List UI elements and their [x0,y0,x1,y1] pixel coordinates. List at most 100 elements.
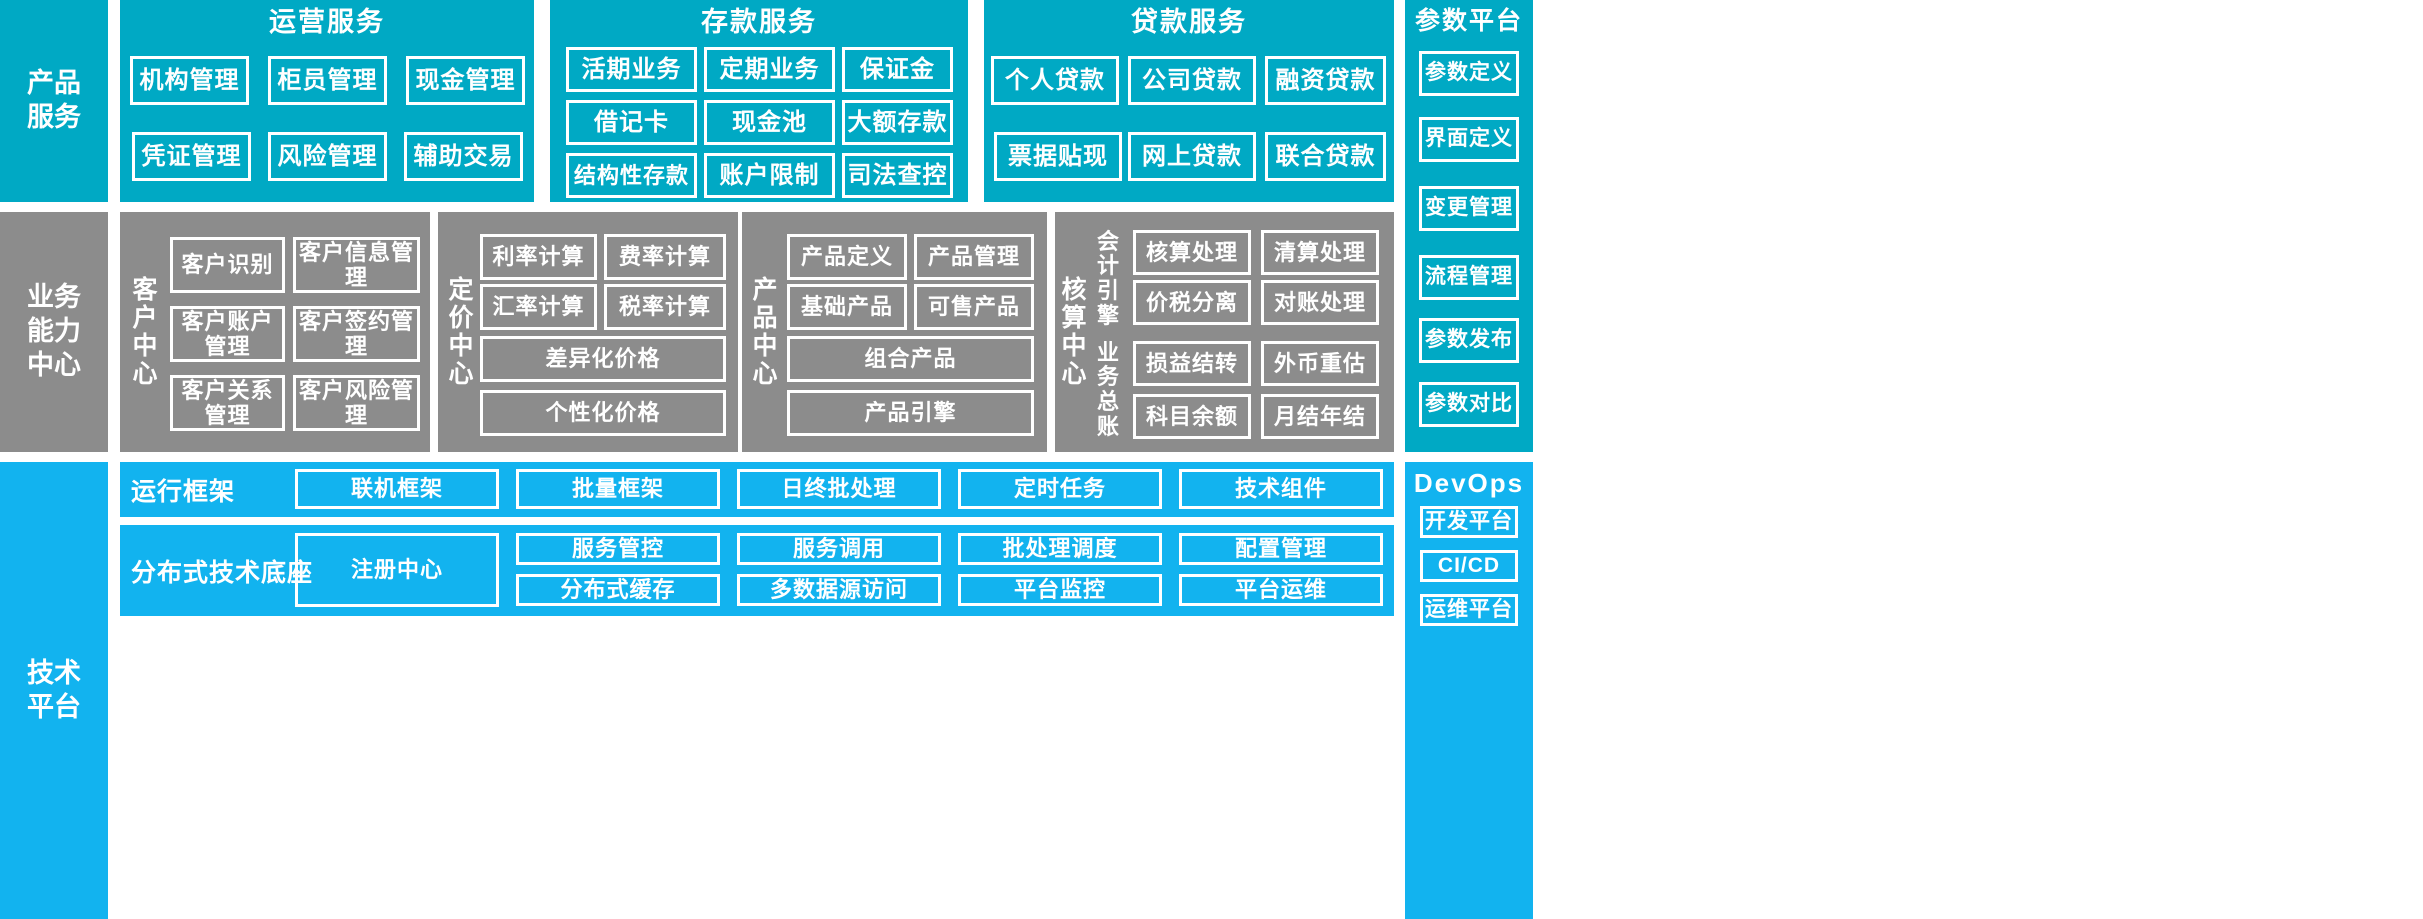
chip-deposit-3[interactable]: 借记卡 [566,100,697,145]
chip-deposit-5[interactable]: 大额存款 [842,100,953,145]
architecture-diagram: 产品 服务 运营服务 机构管理 柜员管理 现金管理 凭证管理 风险管理 辅助交易… [0,0,1533,919]
panel-title-parameter-platform: 参数平台 [1414,7,1523,35]
chip-foundation-row2-2[interactable]: 平台监控 [958,574,1162,606]
chip-operation-4[interactable]: 风险管理 [268,132,387,181]
chip-runtime-1[interactable]: 批量框架 [516,469,720,509]
chip-accounting-engine-2[interactable]: 价税分离 [1133,280,1251,325]
chip-parameter-2[interactable]: 变更管理 [1419,186,1519,231]
chip-parameter-3[interactable]: 流程管理 [1419,255,1519,300]
chip-parameter-4[interactable]: 参数发布 [1419,318,1519,363]
group-sublabel-accounting-engine: 会 计 引 擎 [1096,228,1119,328]
group-label-product-center: 产 品 中 心 [752,276,778,388]
chip-customer-3[interactable]: 客户签约管理 [293,306,420,362]
chip-devops-1[interactable]: CI/CD [1420,550,1518,582]
chip-runtime-0[interactable]: 联机框架 [295,469,499,509]
product-service-band-label-panel: 产品 服务 [0,0,108,202]
chip-customer-0[interactable]: 客户识别 [170,237,285,293]
panel-title-devops: DevOps [1413,468,1525,498]
chip-loan-1[interactable]: 公司贷款 [1128,56,1256,105]
panel-parameter-platform: 参数平台 参数定义 界面定义 变更管理 流程管理 参数发布 参数对比 [1405,0,1533,452]
band-label-technology-platform: 技术 平台 [27,657,81,722]
chip-foundation-row2-0[interactable]: 分布式缓存 [516,574,720,606]
chip-accounting-ledger-2[interactable]: 科目余额 [1133,394,1251,439]
chip-deposit-1[interactable]: 定期业务 [704,47,835,92]
group-pricing-center: 定 价 中 心 利率计算 费率计算 汇率计算 税率计算 差异化价格 个性化价格 [438,212,738,452]
chip-deposit-8[interactable]: 司法查控 [842,153,953,198]
chip-product-3[interactable]: 可售产品 [914,284,1034,330]
chip-product-0[interactable]: 产品定义 [787,234,907,280]
chip-foundation-row2-3[interactable]: 平台运维 [1179,574,1383,606]
technology-platform-band-label-panel: 技术 平台 [0,462,108,919]
chip-accounting-ledger-1[interactable]: 外币重估 [1261,341,1379,386]
chip-deposit-6[interactable]: 结构性存款 [566,153,697,198]
group-product-center: 产 品 中 心 产品定义 产品管理 基础产品 可售产品 组合产品 产品引擎 [742,212,1047,452]
group-deposit-service: 存款服务 活期业务 定期业务 保证金 借记卡 现金池 大额存款 结构性存款 账户… [550,0,968,202]
section-label-distributed-foundation: 分布式技术底座 [131,558,314,587]
chip-devops-2[interactable]: 运维平台 [1420,594,1518,626]
chip-loan-5[interactable]: 联合贷款 [1265,132,1386,181]
chip-customer-4[interactable]: 客户关系管理 [170,375,285,431]
chip-deposit-7[interactable]: 账户限制 [704,153,835,198]
chip-pricing-2[interactable]: 汇率计算 [480,284,597,330]
chip-product-wide-0[interactable]: 组合产品 [787,336,1034,382]
section-distributed-foundation: 分布式技术底座 注册中心 服务管控 服务调用 批处理调度 配置管理 分布式缓存 … [120,525,1394,616]
group-label-customer-center: 客 户 中 心 [132,276,158,388]
chip-pricing-1[interactable]: 费率计算 [604,234,726,280]
chip-parameter-5[interactable]: 参数对比 [1419,382,1519,427]
group-label-accounting-center: 核 算 中 心 [1061,276,1087,388]
chip-operation-5[interactable]: 辅助交易 [404,132,523,181]
group-title-operation-service: 运营服务 [269,7,385,37]
chip-runtime-4[interactable]: 技术组件 [1179,469,1383,509]
business-capability-band-label-panel: 业务 能力 中心 [0,212,108,452]
chip-customer-1[interactable]: 客户信息管理 [293,237,420,293]
chip-runtime-2[interactable]: 日终批处理 [737,469,941,509]
chip-product-wide-1[interactable]: 产品引擎 [787,390,1034,436]
chip-customer-2[interactable]: 客户账户管理 [170,306,285,362]
group-title-loan-service: 贷款服务 [1131,7,1247,37]
chip-foundation-row1-2[interactable]: 批处理调度 [958,533,1162,565]
chip-foundation-row2-1[interactable]: 多数据源访问 [737,574,941,606]
chip-foundation-row1-1[interactable]: 服务调用 [737,533,941,565]
chip-pricing-3[interactable]: 税率计算 [604,284,726,330]
chip-accounting-ledger-3[interactable]: 月结年结 [1261,394,1379,439]
chip-operation-0[interactable]: 机构管理 [130,56,249,105]
chip-pricing-wide-0[interactable]: 差异化价格 [480,336,726,382]
chip-deposit-4[interactable]: 现金池 [704,100,835,145]
chip-loan-0[interactable]: 个人贷款 [991,56,1119,105]
group-loan-service: 贷款服务 个人贷款 公司贷款 融资贷款 票据贴现 网上贷款 联合贷款 [984,0,1394,202]
chip-parameter-1[interactable]: 界面定义 [1419,117,1519,162]
chip-deposit-0[interactable]: 活期业务 [566,47,697,92]
group-sublabel-business-ledger: 业 务 总 账 [1096,339,1119,439]
band-label-product-service: 产品 服务 [27,68,81,132]
chip-accounting-engine-3[interactable]: 对账处理 [1261,280,1379,325]
chip-product-2[interactable]: 基础产品 [787,284,907,330]
chip-pricing-wide-1[interactable]: 个性化价格 [480,390,726,436]
group-customer-center: 客 户 中 心 客户识别 客户信息管理 客户账户管理 客户签约管理 客户关系管理… [120,212,430,452]
panel-devops: DevOps 开发平台 CI/CD 运维平台 [1405,462,1533,919]
chip-accounting-ledger-0[interactable]: 损益结转 [1133,341,1251,386]
chip-product-1[interactable]: 产品管理 [914,234,1034,280]
chip-devops-0[interactable]: 开发平台 [1420,506,1518,538]
chip-deposit-2[interactable]: 保证金 [842,47,953,92]
section-label-runtime-framework: 运行框架 [131,477,236,506]
group-title-deposit-service: 存款服务 [701,7,817,37]
band-label-business-capability: 业务 能力 中心 [27,282,81,380]
chip-registry-center[interactable]: 注册中心 [295,533,499,607]
group-label-pricing-center: 定 价 中 心 [448,276,474,388]
chip-operation-1[interactable]: 柜员管理 [268,56,387,105]
chip-operation-2[interactable]: 现金管理 [406,56,525,105]
chip-accounting-engine-1[interactable]: 清算处理 [1261,230,1379,275]
section-runtime-framework: 运行框架 联机框架 批量框架 日终批处理 定时任务 技术组件 [120,462,1394,517]
chip-foundation-row1-0[interactable]: 服务管控 [516,533,720,565]
group-operation-service: 运营服务 机构管理 柜员管理 现金管理 凭证管理 风险管理 辅助交易 [120,0,534,202]
chip-foundation-row1-3[interactable]: 配置管理 [1179,533,1383,565]
chip-loan-3[interactable]: 票据贴现 [994,132,1122,181]
chip-runtime-3[interactable]: 定时任务 [958,469,1162,509]
chip-customer-5[interactable]: 客户风险管理 [293,375,420,431]
chip-accounting-engine-0[interactable]: 核算处理 [1133,230,1251,275]
chip-loan-2[interactable]: 融资贷款 [1265,56,1386,105]
chip-parameter-0[interactable]: 参数定义 [1419,51,1519,96]
chip-loan-4[interactable]: 网上贷款 [1128,132,1256,181]
chip-pricing-0[interactable]: 利率计算 [480,234,597,280]
chip-operation-3[interactable]: 凭证管理 [132,132,251,181]
